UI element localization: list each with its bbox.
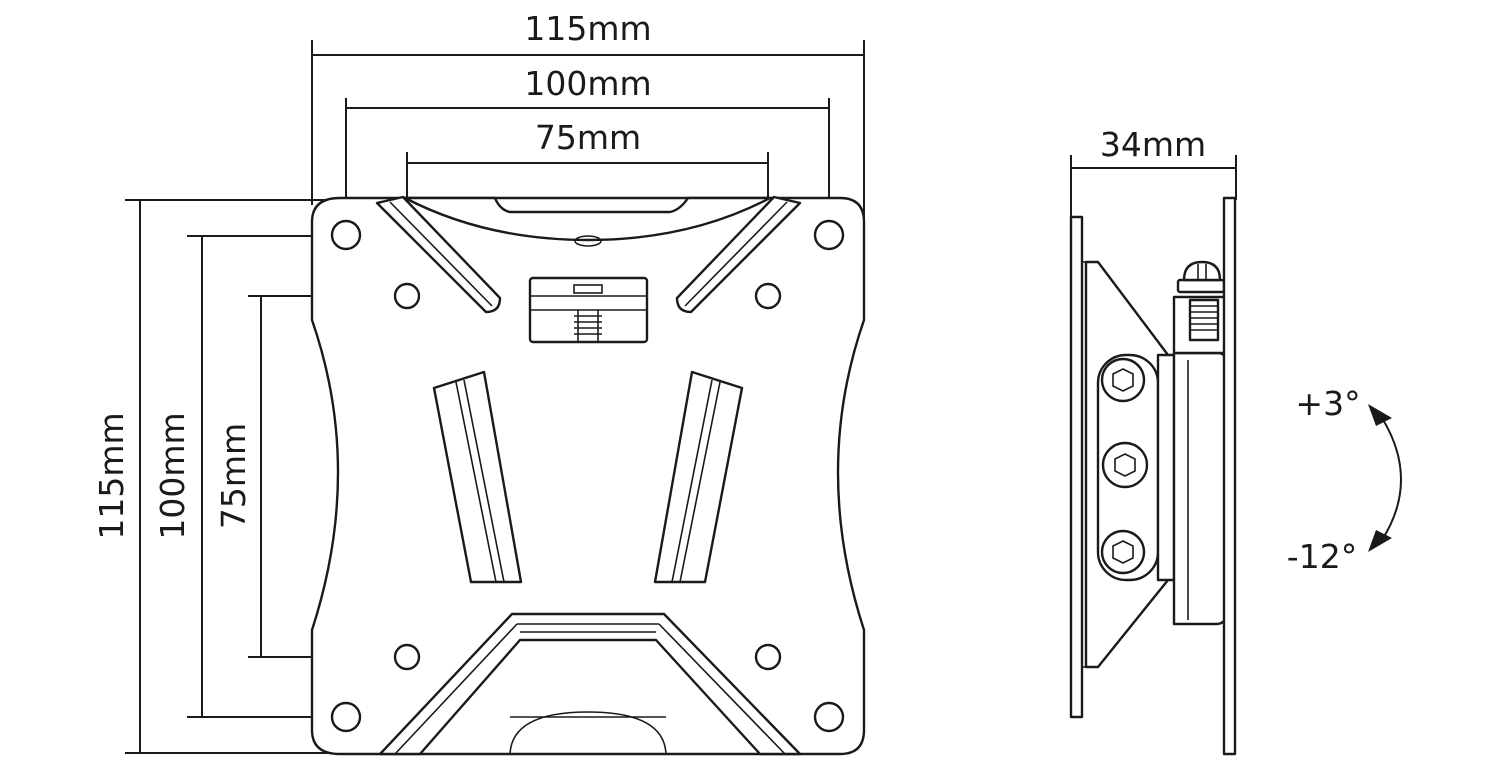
top-bracket (403, 196, 772, 242)
tilt-down-arrowhead (1368, 530, 1392, 552)
tilt-up-label: +3° (1295, 384, 1360, 423)
center-slots (432, 370, 744, 584)
height-inner-label: 75mm (214, 423, 253, 529)
front-view: 115mm 100mm 75mm 115mm 100mm 75mm (92, 9, 866, 756)
tension-screw (1172, 260, 1228, 355)
upper-ribs (375, 195, 802, 314)
bracket-bar (1156, 353, 1176, 582)
width-outer-label: 115mm (524, 9, 651, 48)
width-mid-label: 100mm (524, 64, 651, 103)
tilt-arrow (1368, 404, 1402, 552)
mounting-holes (330, 219, 845, 733)
side-view: 34mm +3° -12° (1069, 125, 1402, 756)
height-mid-label: 100mm (153, 412, 192, 539)
bottom-brace (378, 612, 802, 756)
depth-dimension-lines (1070, 155, 1237, 220)
tilt-up-arrowhead (1368, 404, 1392, 426)
pivot-screws (1100, 357, 1149, 575)
width-dimension-lines (311, 40, 865, 295)
depth-label: 34mm (1100, 125, 1206, 164)
tv-plate (1222, 196, 1237, 756)
height-outer-label: 115mm (92, 412, 131, 539)
width-inner-label: 75mm (535, 118, 641, 157)
mounting-plate (310, 196, 866, 756)
top-screw-slot (528, 276, 649, 344)
tilt-down-label: -12° (1287, 537, 1357, 576)
wall-plate (1069, 215, 1084, 719)
